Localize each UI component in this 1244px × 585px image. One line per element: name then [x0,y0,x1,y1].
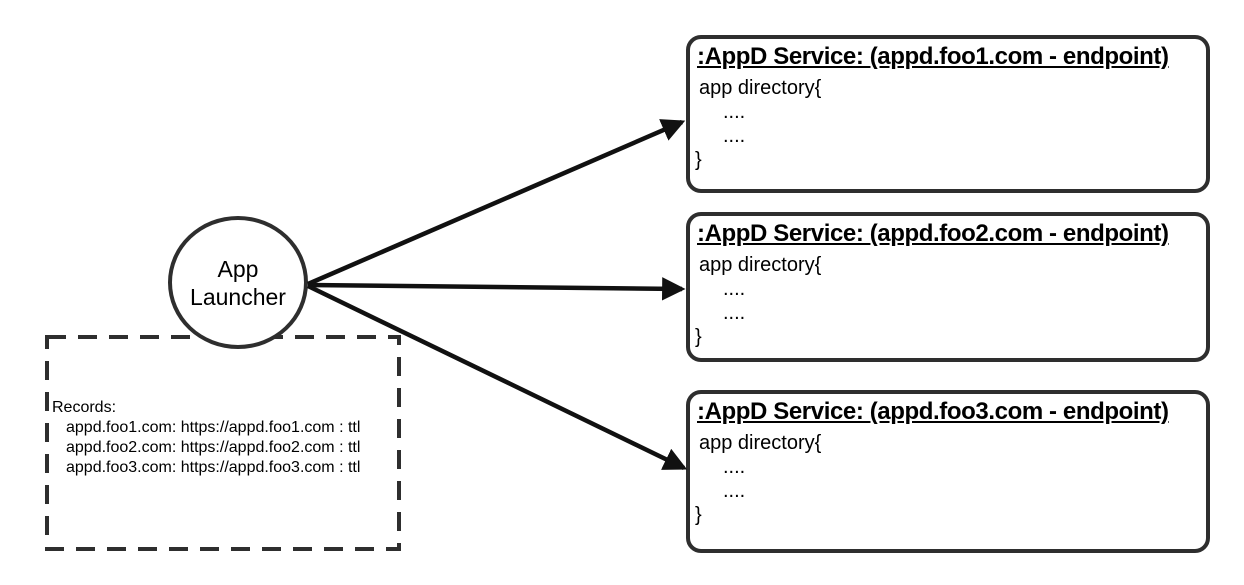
service-body-line: .... [723,480,746,502]
service-title: :AppD Service: (appd.foo1.com - endpoint… [697,43,1169,70]
service-body-line: app directory{ [699,432,822,454]
service-body: app directory{ .... .... } [690,76,1206,172]
service-box-foo3: :AppD Service: (appd.foo3.com - endpoint… [686,390,1210,553]
service-body-line: } [695,504,702,526]
service-body-line: } [695,326,702,348]
service-title: :AppD Service: (appd.foo2.com - endpoint… [697,220,1169,247]
record-item: appd.foo1.com: https://appd.foo1.com : t… [66,419,361,436]
service-title: :AppD Service: (appd.foo3.com - endpoint… [697,398,1169,425]
app-launcher-label: App Launcher [190,255,286,310]
service-body-line: .... [723,278,746,300]
service-body-line: app directory{ [699,77,822,99]
record-item: appd.foo3.com: https://appd.foo3.com : t… [66,459,361,476]
service-body-line: .... [723,302,746,324]
service-body-line: .... [723,125,746,147]
service-box-foo1: :AppD Service: (appd.foo1.com - endpoint… [686,35,1210,193]
service-body-line: .... [723,101,746,123]
service-body: app directory{ .... .... } [690,253,1206,349]
arrow-to-service-2 [307,277,686,301]
records-panel: Records: appd.foo1.com: https://appd.foo… [52,398,360,478]
service-body-line: .... [723,456,746,478]
arrow-to-service-3 [307,283,688,471]
records-header: Records: [52,399,117,416]
app-launcher-node: App Launcher [168,216,308,349]
service-box-foo2: :AppD Service: (appd.foo2.com - endpoint… [686,212,1210,362]
arrow-to-service-1 [307,119,686,287]
service-body-line: app directory{ [699,254,822,276]
record-item: appd.foo2.com: https://appd.foo2.com : t… [66,439,361,456]
service-body-line: } [695,149,702,171]
service-body: app directory{ .... .... } [690,431,1206,527]
